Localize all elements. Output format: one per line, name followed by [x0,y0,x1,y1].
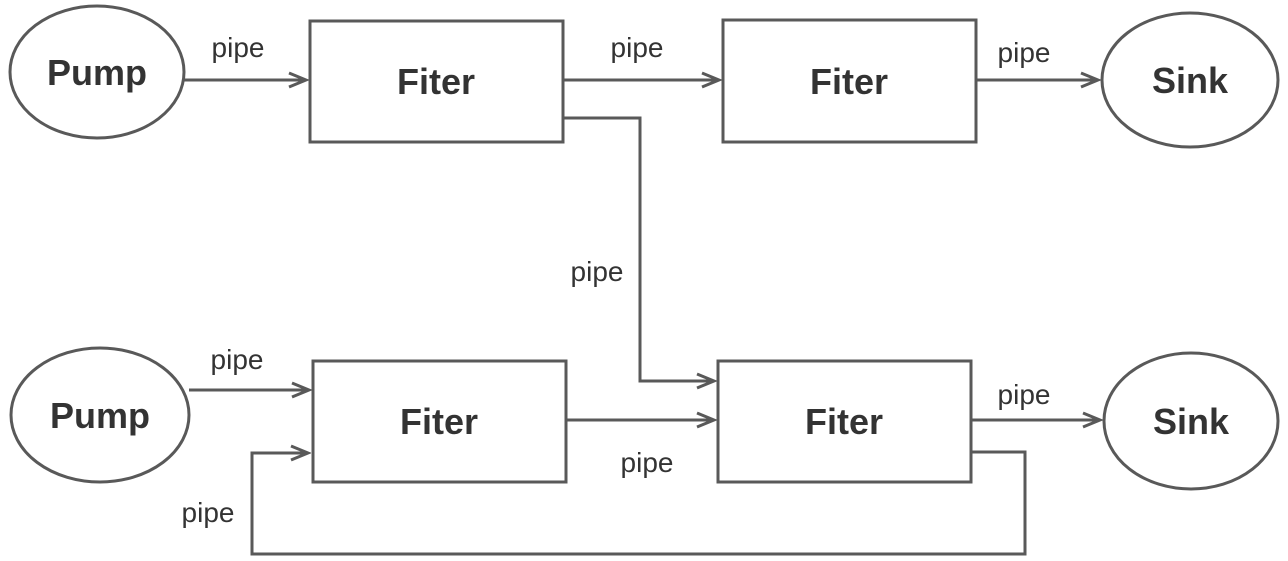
node-label: Fiter [805,401,883,442]
sink-ellipse [1102,351,1280,491]
edge-label: pipe [211,344,264,375]
node-label: Fiter [397,61,475,102]
pump-ellipse [9,346,191,484]
edge-label: pipe [571,256,624,287]
filter-rect [716,359,973,484]
node-filter-top-left: Fiter [308,19,565,144]
edge-label: pipe [182,497,235,528]
pump-ellipse [8,4,186,140]
node-label: Sink [1152,60,1229,101]
edge-filter-bottom-right-to-filter-bottom-left [250,452,1027,556]
node-filter-bottom-left: Fiter [311,359,568,484]
edge-filter-top-left-to-filter-bottom-right [563,116,714,381]
edge-label: pipe [998,379,1051,410]
node-sink-top: Sink [1100,11,1280,149]
node-pump-bottom: Pump [9,346,191,484]
edge-label: pipe [621,447,674,478]
node-label: Fiter [400,401,478,442]
node-pump-top: Pump [8,4,186,140]
node-sink-bottom: Sink [1102,351,1280,491]
edge-layer: pipe pipe pipe pipe pipe pipe pipe pipe [182,32,1100,556]
filter-rect [721,18,978,144]
node-label: Sink [1153,401,1230,442]
edge-label: pipe [212,32,265,63]
edge-label: pipe [611,32,664,63]
node-filter-bottom-right: Fiter [716,359,973,484]
node-label: Pump [50,395,150,436]
node-label: Pump [47,52,147,93]
sink-ellipse [1100,11,1280,149]
node-filter-top-right: Fiter [721,18,978,144]
node-label: Fiter [810,61,888,102]
filter-rect [311,359,568,484]
node-layer: Pump Fiter Fiter Sink Pump [8,4,1280,491]
filter-rect [308,19,565,144]
edge-label: pipe [998,37,1051,68]
